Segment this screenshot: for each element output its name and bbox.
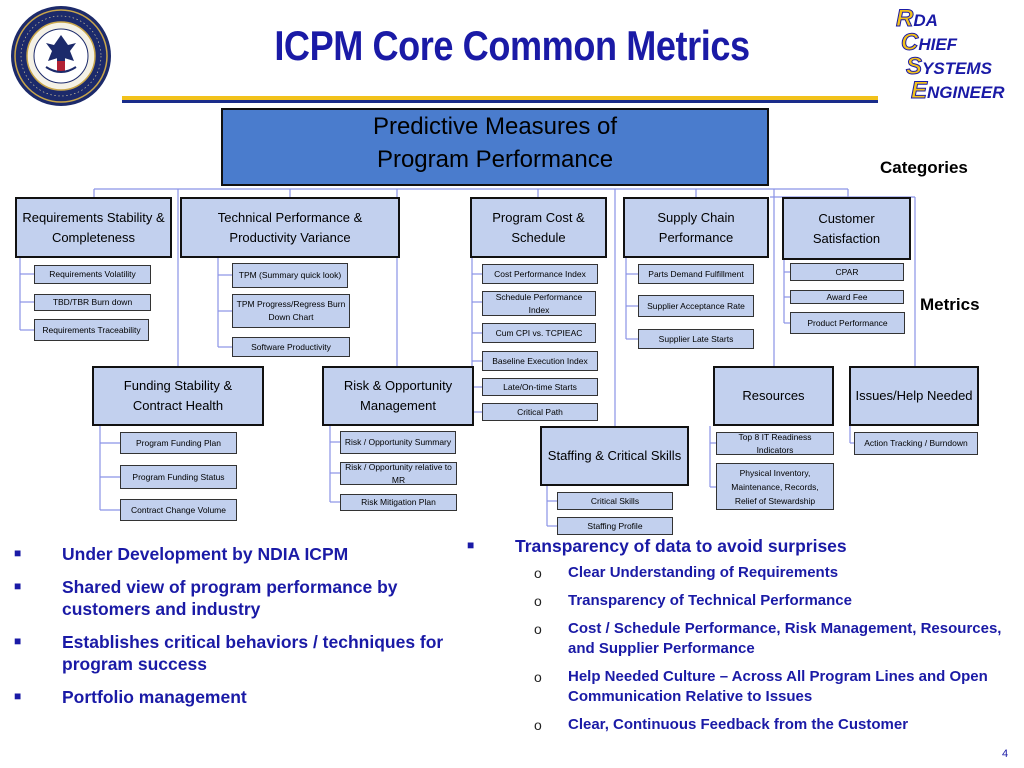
metric-box: Physical Inventory, Maintenance, Records…: [716, 463, 834, 510]
metric-box: CPAR: [790, 263, 904, 281]
title-rule-yellow: [122, 96, 878, 100]
list-item: ■ Shared view of program performance by c…: [14, 576, 459, 620]
list-item: ■ Portfolio management: [14, 686, 459, 708]
square-bullet-icon: ■: [14, 689, 22, 703]
metric-box: Staffing Profile: [557, 517, 673, 535]
square-bullet-icon: ■: [467, 538, 475, 552]
metric-box: TPM (Summary quick look): [232, 263, 348, 288]
metrics-label: Metrics: [920, 295, 980, 314]
bullet-text: Clear, Continuous Feedback from the Cust…: [568, 716, 909, 733]
metric-box: Risk / Opportunity Summary: [340, 431, 456, 454]
category-risk-opportunity: Risk & Opportunity Management: [322, 366, 474, 426]
square-bullet-icon: ■: [14, 579, 22, 593]
rdcse-cap-c: C: [900, 29, 919, 56]
metric-box: Late/On-time Starts: [482, 378, 598, 396]
circle-bullet-icon: o: [534, 621, 542, 637]
rdcse-cap-r: R: [895, 5, 914, 32]
square-bullet-icon: ■: [14, 546, 22, 560]
metric-box: Cost Performance Index: [482, 264, 598, 284]
circle-bullet-icon: o: [534, 669, 542, 685]
metric-box: TBD/TBR Burn down: [34, 294, 151, 311]
metric-box: Schedule Performance Index: [482, 291, 596, 316]
metric-box: Top 8 IT Readiness Indicators: [716, 432, 834, 455]
metric-box: Program Funding Status: [120, 465, 237, 489]
category-staffing: Staffing & Critical Skills: [540, 426, 689, 486]
rdcse-rest-4: NGINEER: [927, 83, 1005, 102]
category-supply-chain: Supply Chain Performance: [623, 197, 769, 258]
metric-box: TPM Progress/Regress Burn Down Chart: [232, 294, 350, 328]
bullet-text: Transparency of data to avoid surprises: [515, 536, 847, 556]
metric-box: Baseline Execution Index: [482, 351, 598, 371]
metric-box: Risk / Opportunity relative to MR: [340, 462, 457, 485]
title-rule-blue: [122, 100, 878, 103]
circle-bullet-icon: o: [534, 593, 542, 609]
list-item: o Clear, Continuous Feedback from the Cus…: [520, 715, 1007, 735]
metric-box: Award Fee: [790, 290, 904, 304]
rdcse-line-1: RDA: [888, 5, 1018, 32]
list-item: o Cost / Schedule Performance, Risk Manag…: [520, 619, 1007, 659]
category-program-cost: Program Cost & Schedule: [470, 197, 607, 258]
metric-box: Supplier Acceptance Rate: [638, 295, 754, 317]
rda-cse-logo: RDA CHIEF SYSTEMS ENGINEER: [888, 5, 1018, 104]
page-title: ICPM Core Common Metrics: [274, 22, 750, 69]
metric-box: Requirements Volatility: [34, 265, 151, 284]
list-item: o Clear Understanding of Requirements: [520, 563, 1007, 583]
category-requirements: Requirements Stability & Completeness: [15, 197, 172, 258]
list-item: o Transparency of Technical Performance: [520, 591, 1007, 611]
list-item: ■ Establishes critical behaviors / techni…: [14, 631, 459, 675]
bullet-text: Shared view of program performance by cu…: [62, 577, 398, 619]
bullet-text: Transparency of Technical Performance: [568, 592, 852, 609]
list-item: ■ Transparency of data to avoid surprises: [467, 535, 1007, 557]
metric-box: Program Funding Plan: [120, 432, 237, 454]
metric-box: Parts Demand Fulfillment: [638, 264, 754, 284]
metric-box: Contract Change Volume: [120, 499, 237, 521]
left-bullet-list: ■ Under Development by NDIA ICPM ■ Shared …: [14, 543, 459, 719]
right-bullet-list: ■ Transparency of data to avoid surprises…: [467, 535, 1007, 743]
metric-box: Action Tracking / Burndown: [854, 432, 978, 455]
category-resources: Resources: [713, 366, 834, 426]
navy-seal-logo: [10, 5, 112, 107]
metric-box: Cum CPI vs. TCPIEAC: [482, 323, 596, 343]
metric-box: Critical Skills: [557, 492, 673, 510]
category-issues-help: Issues/Help Needed: [849, 366, 979, 426]
rdcse-line-4: ENGINEER: [888, 77, 1018, 104]
metric-box: Critical Path: [482, 403, 598, 421]
metric-box: Supplier Late Starts: [638, 329, 754, 349]
rdcse-line-2: CHIEF: [888, 29, 1018, 56]
rdcse-line-3: SYSTEMS: [888, 53, 1018, 80]
page-number: 4: [1002, 748, 1009, 760]
bullet-text: Establishes critical behaviors / techniq…: [62, 632, 444, 674]
header-line-2: Program Performance: [376, 146, 614, 173]
rdcse-rest-3: YSTEMS: [922, 59, 992, 78]
metric-box: Product Performance: [790, 312, 905, 334]
metric-box: Risk Mitigation Plan: [340, 494, 457, 511]
header-line-1: Predictive Measures of: [372, 113, 618, 140]
category-customer-satisfaction: Customer Satisfaction: [782, 197, 911, 260]
list-item: ■ Under Development by NDIA ICPM: [14, 543, 459, 565]
bullet-text: Help Needed Culture – Across All Program…: [568, 668, 988, 705]
square-bullet-icon: ■: [14, 634, 22, 648]
bullet-text: Portfolio management: [62, 687, 247, 707]
categories-label: Categories: [880, 158, 968, 177]
rdcse-cap-e: E: [910, 77, 928, 104]
circle-bullet-icon: o: [534, 717, 542, 733]
bullet-text: Under Development by NDIA ICPM: [62, 544, 349, 564]
category-funding-stability: Funding Stability & Contract Health: [92, 366, 264, 426]
bullet-text: Cost / Schedule Performance, Risk Manage…: [568, 620, 1002, 657]
rdcse-cap-s: S: [905, 53, 923, 80]
bullet-text: Clear Understanding of Requirements: [568, 564, 839, 581]
list-item: o Help Needed Culture – Across All Progra…: [520, 667, 1007, 707]
rdcse-rest-2: HIEF: [918, 35, 958, 54]
metric-box: Requirements Traceability: [34, 319, 149, 341]
predictive-measures-header: Predictive Measures of Program Performan…: [221, 108, 769, 186]
metric-box: Software Productivity: [232, 337, 350, 357]
category-technical-performance: Technical Performance & Productivity Var…: [180, 197, 400, 258]
rdcse-rest-1: DA: [913, 11, 938, 30]
circle-bullet-icon: o: [534, 565, 542, 581]
